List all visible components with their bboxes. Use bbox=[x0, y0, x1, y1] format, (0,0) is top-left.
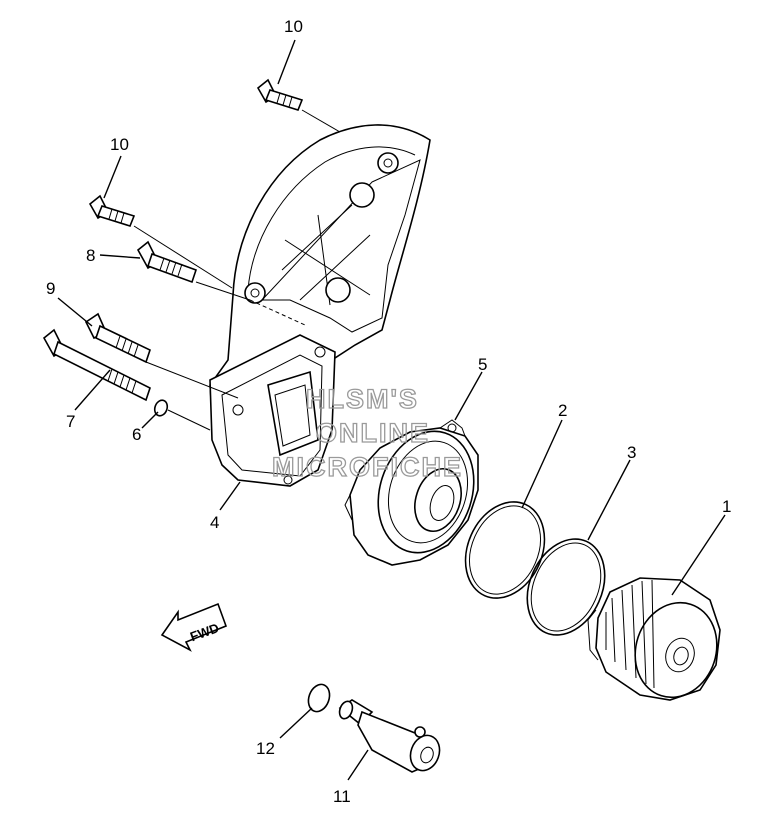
bolt-10-top bbox=[256, 78, 304, 111]
callout-6: 6 bbox=[132, 425, 141, 444]
callout-12: 12 bbox=[256, 739, 275, 758]
watermark: HLSM'S ONLINE MICROFICHE bbox=[271, 383, 463, 482]
callout-7: 7 bbox=[66, 412, 75, 431]
part-4-cover bbox=[209, 124, 431, 487]
callout-labels: 10 10 8 9 7 6 4 5 2 3 1 12 11 bbox=[46, 17, 731, 806]
watermark-line-3: MICROFICHE bbox=[272, 452, 463, 482]
callout-4: 4 bbox=[210, 513, 219, 532]
assembly-guide-lines bbox=[133, 109, 341, 431]
callout-2: 2 bbox=[558, 401, 567, 420]
callout-5: 5 bbox=[478, 355, 487, 374]
fwd-direction-arrow: FWD bbox=[160, 602, 228, 652]
callout-10-left: 10 bbox=[110, 135, 129, 154]
callout-3: 3 bbox=[627, 443, 636, 462]
bolt-9 bbox=[84, 312, 151, 364]
part-1-oil-filter bbox=[587, 577, 721, 701]
bolt-8 bbox=[136, 240, 198, 284]
part-3-o-ring bbox=[526, 538, 606, 636]
watermark-line-1: HLSM'S bbox=[306, 384, 419, 414]
part-2-o-ring bbox=[464, 501, 546, 599]
bolt-10-left bbox=[88, 194, 136, 227]
callout-1: 1 bbox=[722, 497, 731, 516]
callout-10-top: 10 bbox=[284, 17, 303, 36]
part-5-pump-housing bbox=[344, 419, 479, 566]
part-3-o-ring-inner bbox=[530, 542, 602, 632]
callout-9: 9 bbox=[46, 279, 55, 298]
callout-8: 8 bbox=[86, 246, 95, 265]
part-6-o-ring bbox=[153, 399, 169, 417]
watermark-line-2: ONLINE bbox=[316, 418, 430, 448]
leader-lines bbox=[57, 39, 726, 781]
bolt-7 bbox=[42, 328, 151, 402]
part-2-o-ring-inner bbox=[469, 505, 541, 595]
part-11-valve bbox=[338, 699, 441, 773]
part-12-o-ring bbox=[307, 683, 331, 713]
callout-11: 11 bbox=[333, 787, 351, 806]
